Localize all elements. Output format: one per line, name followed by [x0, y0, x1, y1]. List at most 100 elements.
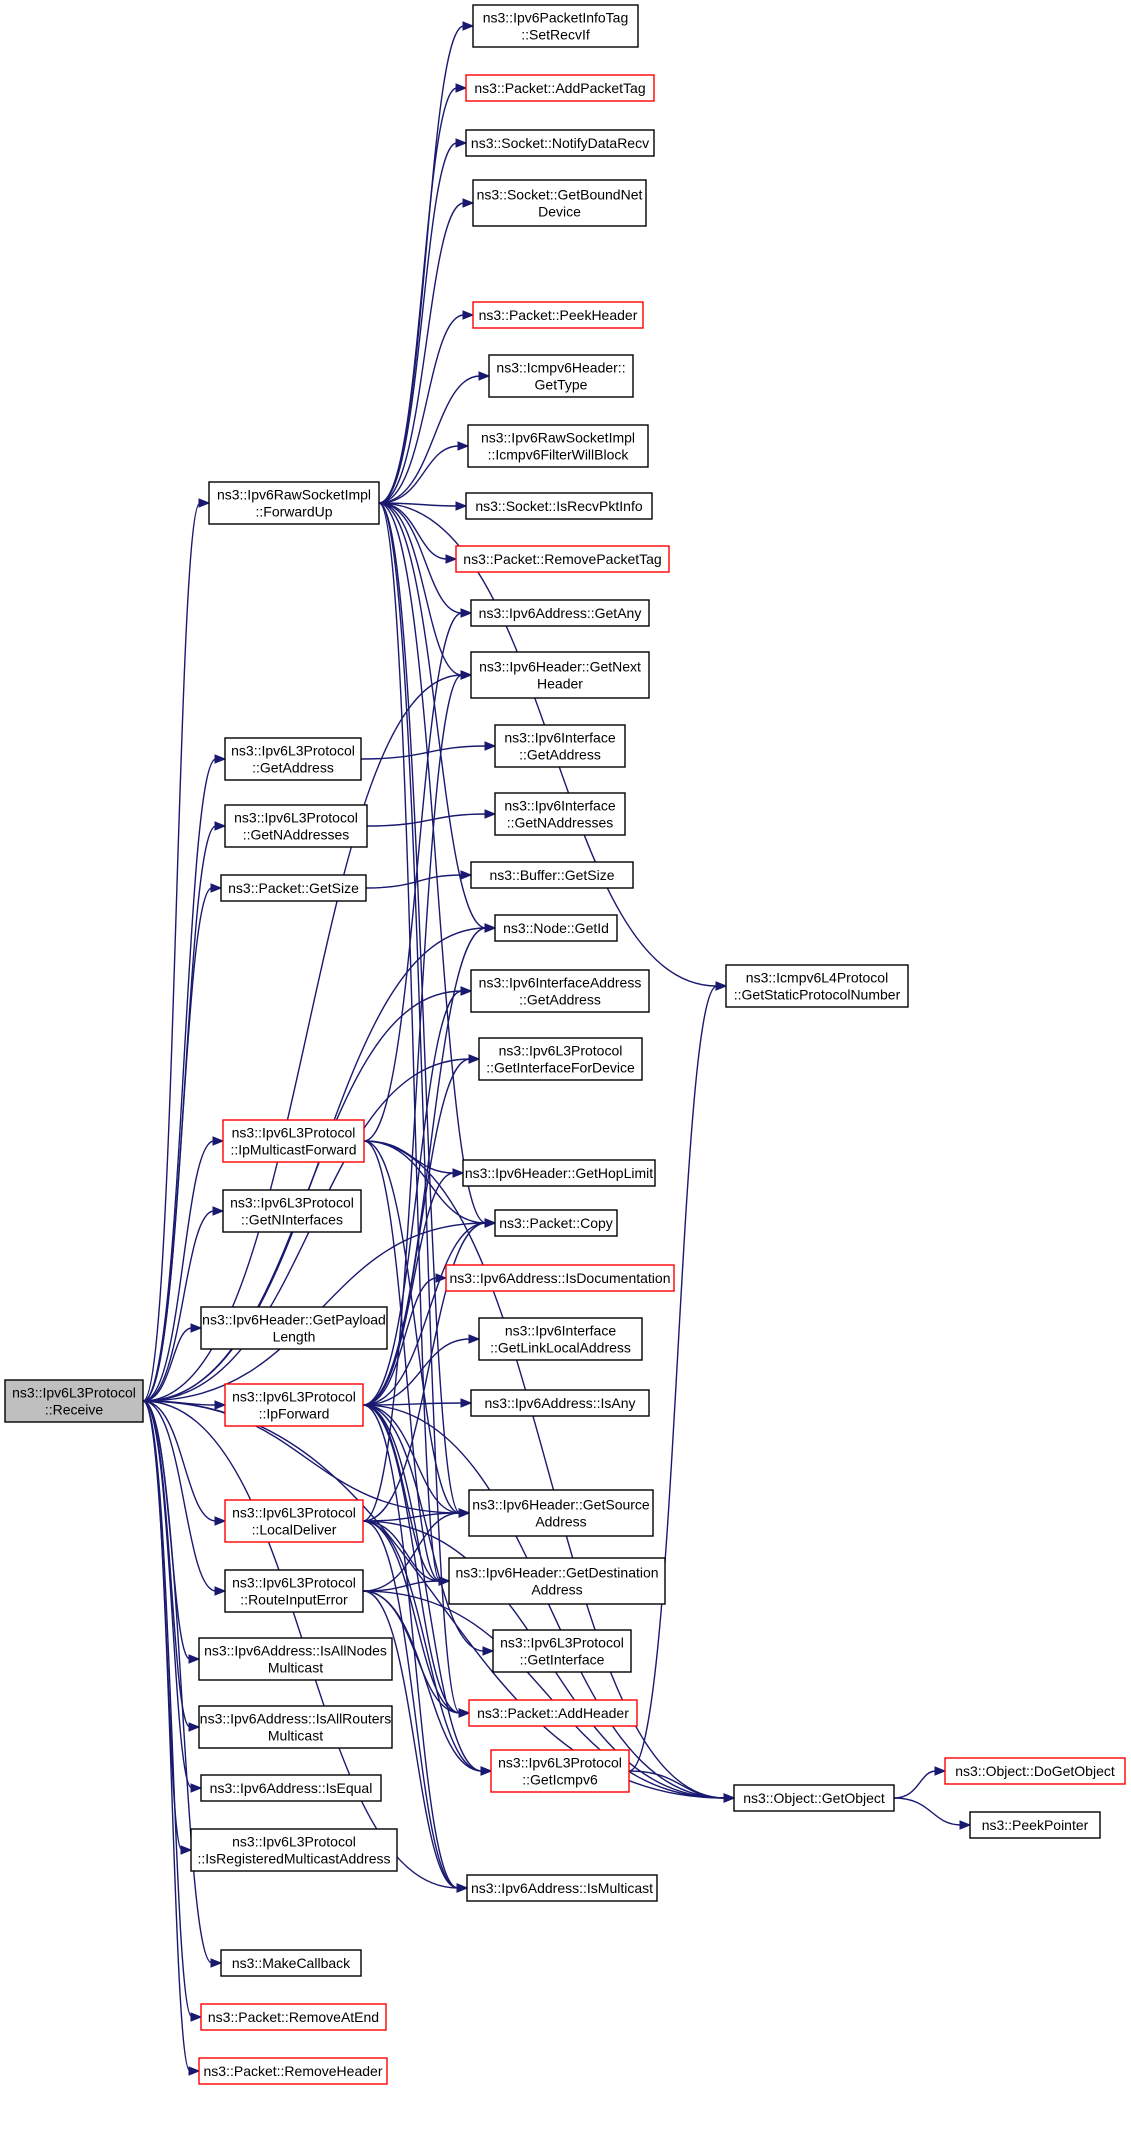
edge-receive-to-payload	[142, 1327, 193, 1402]
node-isrecvpkt[interactable]: ns3::Socket::IsRecvPktInfo	[465, 492, 653, 520]
edge-ipmcast-to-getany	[363, 612, 463, 1142]
node-hoplimit[interactable]: ns3::Ipv6Header::GetHopLimit	[462, 1159, 656, 1187]
edge-geticmp-to-staticnum	[628, 985, 718, 1772]
node-getobj[interactable]: ns3::Object::GetObject	[733, 1784, 895, 1812]
node-label-ifgetnaddr-line1: ns3::Ipv6Interface	[504, 798, 616, 814]
node-addhdr[interactable]: ns3::Packet::AddHeader	[468, 1699, 638, 1727]
edge-arrowhead-geticmp-to-staticnum	[715, 981, 728, 991]
edge-geticmp-to-getobj	[628, 1770, 726, 1799]
node-dogetobj[interactable]: ns3::Object::DoGetObject	[944, 1757, 1126, 1785]
edge-fwdup-to-notify	[378, 142, 458, 504]
edge-arrowhead-getobj-to-dogetobj	[934, 1766, 947, 1776]
node-box-dstaddr	[448, 1557, 666, 1605]
node-isdoc[interactable]: ns3::Ipv6Address::IsDocumentation	[445, 1264, 675, 1292]
edge-arrowhead-ipfwd-to-getiffordev	[468, 1054, 481, 1064]
edge-fwdup-to-getany	[378, 502, 463, 614]
node-geticmp[interactable]: ns3::Ipv6L3Protocol::GetIcmpv6	[490, 1749, 630, 1793]
node-label-staticnum-line1: ns3::Icmpv6L4Protocol	[746, 970, 888, 986]
node-box-addpkttag	[465, 74, 655, 102]
node-ifgetaddr[interactable]: ns3::Ipv6Interface::GetAddress	[494, 724, 626, 768]
node-label-rmpkttag-line1: ns3::Packet::RemovePacketTag	[463, 551, 661, 567]
node-label-getnaddr-line2: ::GetNAddresses	[243, 827, 350, 843]
node-label-isdoc-line1: ns3::Ipv6Address::IsDocumentation	[449, 1270, 670, 1286]
node-staticnum[interactable]: ns3::Icmpv6L4Protocol::GetStaticProtocol…	[725, 964, 909, 1008]
node-routeerr[interactable]: ns3::Ipv6L3Protocol::RouteInputError	[224, 1569, 364, 1613]
node-box-boundnet	[472, 179, 647, 227]
node-nodeid[interactable]: ns3::Node::GetId	[494, 914, 618, 942]
node-label-getaddr-line1: ns3::Ipv6L3Protocol	[231, 743, 355, 759]
edge-arrowhead-getnaddr-to-ifgetnaddr	[484, 809, 497, 819]
node-getif[interactable]: ns3::Ipv6L3Protocol::GetInterface	[492, 1629, 632, 1673]
node-rmatend[interactable]: ns3::Packet::RemoveAtEnd	[200, 2003, 387, 2031]
node-linklocal[interactable]: ns3::Ipv6Interface::GetLinkLocalAddress	[478, 1317, 643, 1361]
node-label-linklocal-line2: ::GetLinkLocalAddress	[490, 1340, 631, 1356]
edge-localdel-to-getnext	[362, 674, 463, 1522]
node-box-isrecvpkt	[465, 492, 653, 520]
node-ismcast[interactable]: ns3::Ipv6Address::IsMulticast	[466, 1874, 658, 1902]
edge-arrowhead-ipmcast-to-getany	[460, 608, 473, 618]
node-addpkttag[interactable]: ns3::Packet::AddPacketTag	[465, 74, 655, 102]
node-makecb[interactable]: ns3::MakeCallback	[220, 1949, 362, 1977]
node-ifgetnaddr[interactable]: ns3::Ipv6Interface::GetNAddresses	[494, 792, 626, 836]
node-pktsize[interactable]: ns3::Packet::GetSize	[220, 874, 367, 902]
node-fwdup[interactable]: ns3::Ipv6RawSocketImpl::ForwardUp	[208, 481, 380, 525]
node-label-makecb-line1: ns3::MakeCallback	[232, 1955, 351, 1971]
node-label-isrecvpkt-line1: ns3::Socket::IsRecvPktInfo	[475, 498, 643, 514]
node-getiffordev[interactable]: ns3::Ipv6L3Protocol::GetInterfaceForDevi…	[478, 1037, 643, 1081]
edge-ipfwd-to-geticmp	[362, 1404, 483, 1772]
node-label-pktcopy-line1: ns3::Packet::Copy	[499, 1215, 613, 1231]
node-rmpkttag[interactable]: ns3::Packet::RemovePacketTag	[455, 545, 670, 573]
edge-ipfwd-to-ifaddrget	[362, 990, 463, 1406]
edge-ipfwd-to-getiffordev	[362, 1058, 471, 1406]
node-peekhdr[interactable]: ns3::Packet::PeekHeader	[472, 301, 644, 329]
edge-arrowhead-ipfwd-to-linklocal	[468, 1334, 481, 1344]
edge-arrowhead-geticmp-to-getobj	[723, 1793, 736, 1803]
edge-ipfwd-to-linklocal	[362, 1338, 471, 1406]
edge-routeerr-to-getobj	[362, 1590, 726, 1799]
node-label-getnext-line1: ns3::Ipv6Header::GetNext	[479, 659, 641, 675]
node-getany[interactable]: ns3::Ipv6Address::GetAny	[470, 599, 650, 627]
edge-getobj-to-peekptr	[893, 1797, 962, 1826]
node-getnaddr[interactable]: ns3::Ipv6L3Protocol::GetNAddresses	[224, 804, 368, 848]
node-box-ifgetnaddr	[494, 792, 626, 836]
edge-arrowhead-fwdup-to-isrecvpkt	[455, 501, 468, 511]
node-rmheader[interactable]: ns3::Packet::RemoveHeader	[198, 2057, 388, 2085]
node-box-isequal	[200, 1774, 382, 1802]
edge-ipmcast-to-srcaddr	[363, 1140, 461, 1514]
node-ipmcast[interactable]: ns3::Ipv6L3Protocol::IpMulticastForward	[222, 1119, 365, 1163]
node-pktcopy[interactable]: ns3::Packet::Copy	[494, 1209, 618, 1237]
node-peekptr[interactable]: ns3::PeekPointer	[969, 1811, 1101, 1839]
node-label-fwdup-line2: ::ForwardUp	[255, 504, 332, 520]
edge-ipfwd-to-srcaddr	[362, 1404, 461, 1514]
node-label-peekhdr-line1: ns3::Packet::PeekHeader	[479, 307, 638, 323]
node-getnif[interactable]: ns3::Ipv6L3Protocol::GetNInterfaces	[222, 1189, 362, 1233]
node-setrecvif[interactable]: ns3::Ipv6PacketInfoTag::SetRecvIf	[472, 4, 639, 48]
node-localdel[interactable]: ns3::Ipv6L3Protocol::LocalDeliver	[224, 1499, 364, 1543]
node-isany[interactable]: ns3::Ipv6Address::IsAny	[470, 1389, 650, 1417]
node-ifaddrget[interactable]: ns3::Ipv6InterfaceAddress::GetAddress	[470, 969, 650, 1013]
node-filterblock[interactable]: ns3::Ipv6RawSocketImpl::Icmpv6FilterWill…	[467, 424, 649, 468]
edge-receive-to-localdel	[142, 1400, 217, 1522]
node-label-rmheader-line1: ns3::Packet::RemoveHeader	[204, 2063, 383, 2079]
node-getaddr[interactable]: ns3::Ipv6L3Protocol::GetAddress	[224, 737, 362, 781]
edge-localdel-to-pktcopy	[362, 1222, 487, 1522]
node-ipfwd[interactable]: ns3::Ipv6L3Protocol::IpForward	[224, 1383, 364, 1427]
node-box-payload	[200, 1306, 388, 1350]
node-isregmc[interactable]: ns3::Ipv6L3Protocol::IsRegisteredMultica…	[190, 1828, 398, 1872]
node-icmptype[interactable]: ns3::Icmpv6Header::GetType	[488, 354, 634, 398]
edge-arrowhead-fwdup-to-setrecvif	[462, 21, 475, 31]
node-box-getany	[470, 599, 650, 627]
node-bufsize[interactable]: ns3::Buffer::GetSize	[470, 861, 634, 889]
node-isequal[interactable]: ns3::Ipv6Address::IsEqual	[200, 1774, 382, 1802]
node-box-addhdr	[468, 1699, 638, 1727]
node-notify[interactable]: ns3::Socket::NotifyDataRecv	[465, 129, 655, 157]
edge-localdel-to-dstaddr	[362, 1520, 441, 1582]
node-box-staticnum	[725, 964, 909, 1008]
